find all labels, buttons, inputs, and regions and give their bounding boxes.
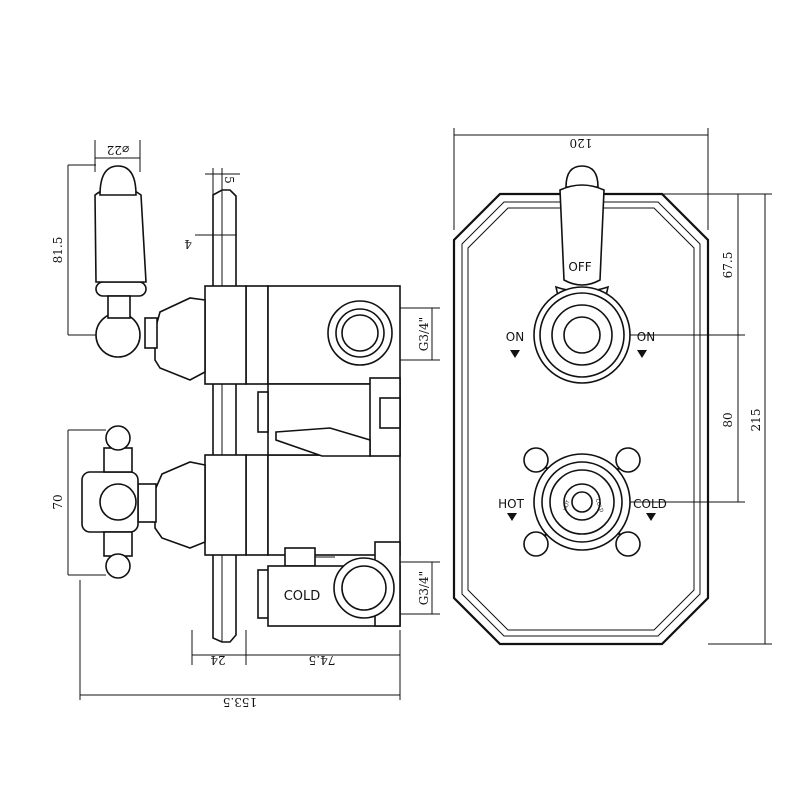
- front-plate: [452, 192, 710, 646]
- upper-escutcheon: [144, 285, 247, 385]
- dim-plate-to-body: 24: [210, 653, 226, 667]
- front-upper-escutcheon: [533, 286, 631, 384]
- dim-cross-height: 70: [51, 494, 65, 509]
- dial-hot-label: HOT: [562, 499, 572, 512]
- upper-outlet: [327, 300, 393, 366]
- cold-label: COLD: [633, 497, 667, 511]
- lever-handle-side: [94, 165, 147, 358]
- direction-arrows: [507, 350, 656, 521]
- dim-center-spacing: 80: [721, 412, 735, 427]
- off-label: OFF: [568, 260, 591, 274]
- dim-plate-thickness: 4: [184, 237, 192, 251]
- dim-top-gap: 5: [222, 176, 236, 184]
- side-dimensions: [67, 140, 440, 700]
- on-right-label: ON: [637, 330, 655, 344]
- dim-lower-connection: G3/4": [417, 571, 431, 605]
- front-cross-handle: [523, 447, 641, 557]
- dial-cold-label: COLD: [594, 498, 604, 513]
- front-view: OFF ON ON HOT COLD HOT COLD: [452, 128, 772, 646]
- front-lever: [554, 165, 610, 300]
- cross-handle-side: [81, 425, 139, 579]
- side-cold-label: COLD: [284, 589, 321, 604]
- dim-upper-connection: G3/4": [417, 317, 431, 351]
- dim-handle-diameter: ⌀22: [107, 143, 130, 157]
- wall-plate: [212, 189, 237, 643]
- dim-upper-offset: 67.5: [721, 252, 735, 279]
- front-dimensions: [453, 128, 772, 645]
- dim-lever-height: 81.5: [51, 237, 65, 264]
- dim-body-depth: 74.5: [309, 653, 336, 667]
- dim-width: 120: [570, 136, 593, 150]
- dim-overall-height: 215: [749, 409, 763, 432]
- lower-outlet: [333, 557, 395, 619]
- side-view: ⌀22 5 4 81.5 70 24 74.5 153.5 G3/4" G3/4…: [51, 140, 440, 709]
- dim-overall-depth: 153.5: [223, 695, 257, 709]
- lower-escutcheon: [137, 454, 247, 556]
- hot-label: HOT: [498, 497, 524, 511]
- on-left-label: ON: [506, 330, 524, 344]
